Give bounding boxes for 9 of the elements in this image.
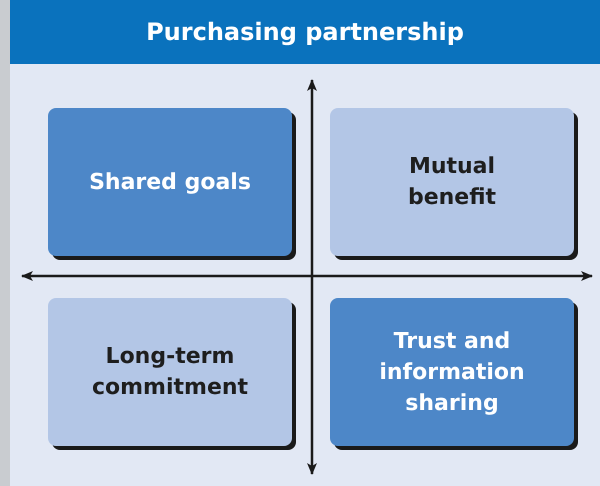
quadrant-label: Shared goals (89, 168, 251, 196)
quadrant-box (48, 108, 292, 256)
title-banner: Purchasing partnership (10, 0, 600, 64)
quadrant-box (330, 108, 574, 256)
quadrant-box (48, 298, 292, 446)
quadrant-box (330, 298, 574, 446)
quadrant-label: Trust and information sharing (378, 328, 526, 418)
quadrant-label: Mutual benefit (406, 153, 498, 212)
quadrant-label: Long-term commitment (90, 343, 250, 402)
